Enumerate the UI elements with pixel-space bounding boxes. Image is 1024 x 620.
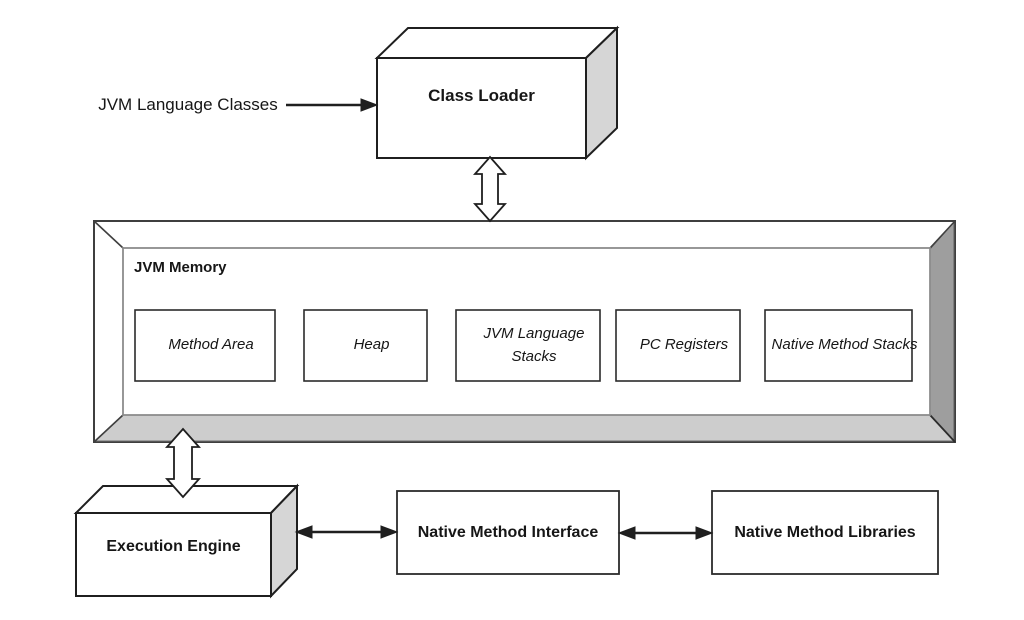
execution-engine-front-face <box>75 512 272 597</box>
frame-bevel-top-right <box>929 220 956 249</box>
frame-bevel-bottom-right <box>929 414 956 443</box>
input-to-classloader-arrow <box>286 98 379 112</box>
jvm-language-stacks-box <box>455 309 601 382</box>
pc-registers-box <box>615 309 741 382</box>
class-loader-front-face <box>376 57 587 159</box>
heap-box <box>303 309 428 382</box>
native-method-libraries-box <box>711 490 939 575</box>
jvm-memory-right-band <box>929 220 955 443</box>
native-method-stacks-box <box>764 309 913 382</box>
memory-executionengine-double-arrow <box>164 427 202 499</box>
execution-engine-box-3d <box>73 483 300 599</box>
frame-bevel-top-left <box>93 220 124 249</box>
class-loader-box-3d <box>374 25 620 161</box>
class-loader-top-face <box>374 27 620 59</box>
jvm-memory-bottom-band <box>93 414 956 442</box>
native-method-interface-box <box>396 490 620 575</box>
nmi-nml-arrow <box>617 526 714 540</box>
frame-bevel-bottom-left <box>93 414 124 443</box>
jvm-memory-sub-boxes <box>134 309 913 382</box>
method-area-box <box>134 309 276 382</box>
executionengine-nmi-arrow <box>294 525 399 539</box>
classloader-memory-double-arrow <box>473 155 507 223</box>
